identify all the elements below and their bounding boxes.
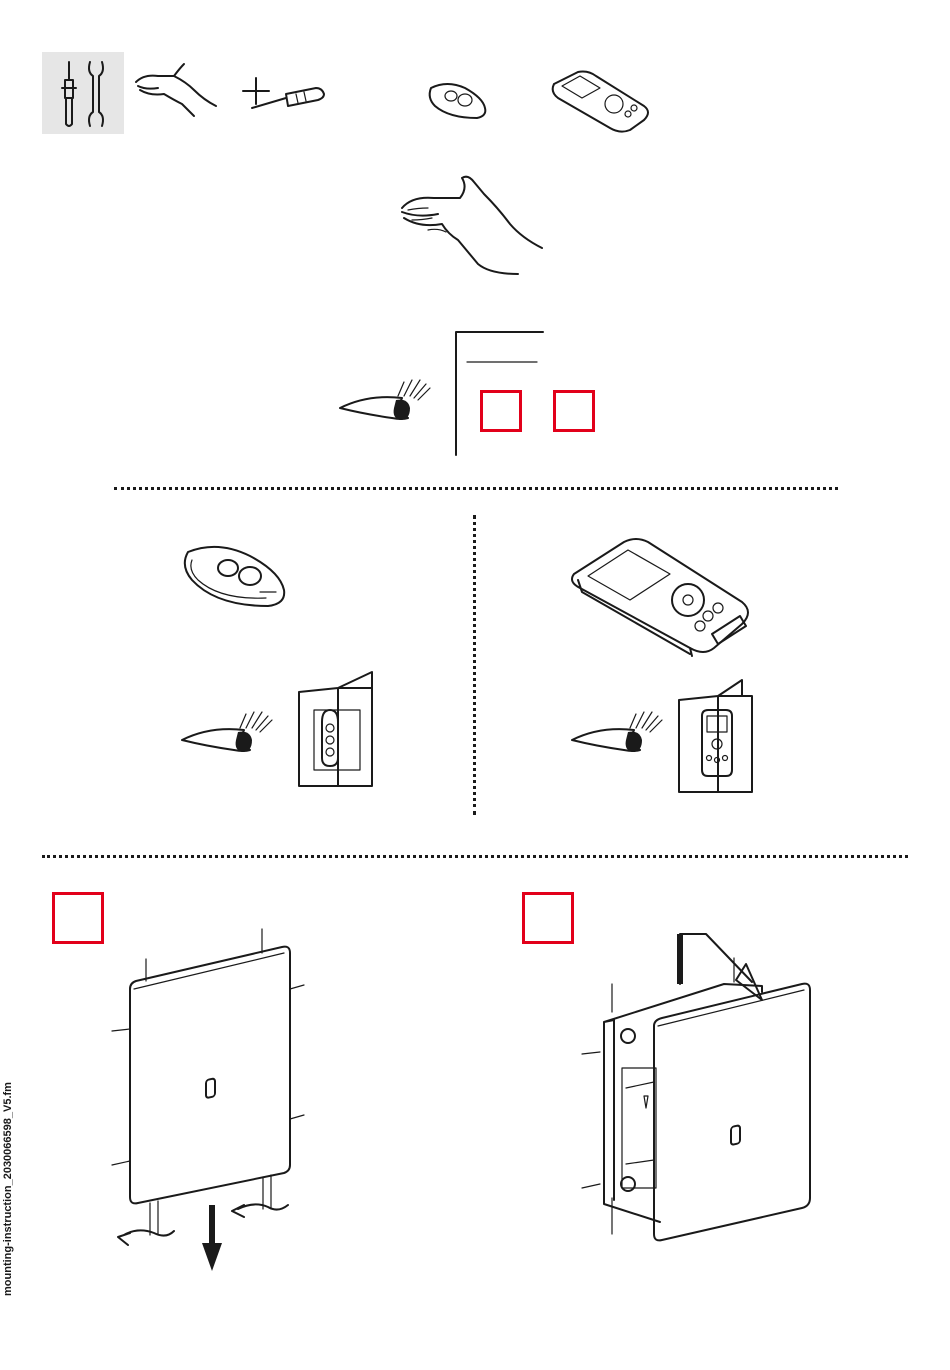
cover-plate-install-illustration [576, 928, 816, 1248]
eye-icon [570, 704, 666, 760]
red-marker-box [52, 892, 104, 944]
programming-device-icon [566, 536, 756, 658]
hand-large-icon [398, 172, 548, 280]
red-marker-box [522, 892, 574, 944]
hand-small-icon [134, 60, 224, 120]
section-divider [114, 487, 838, 490]
red-marker-box [480, 390, 522, 432]
manual-booklet-icon [298, 670, 376, 788]
screwdriver-icon [250, 84, 330, 114]
side-file-label: mounting-instruction_2030066598_V5.fm [2, 1056, 14, 1296]
section-divider [42, 855, 908, 858]
manual-booklet-icon [678, 678, 756, 794]
column-divider [473, 515, 476, 815]
tools-icon [42, 52, 124, 134]
remote-small-icon [425, 78, 491, 122]
eye-icon [180, 704, 276, 760]
red-marker-box [553, 390, 595, 432]
cover-plate-removal-illustration [108, 925, 308, 1275]
eye-icon [338, 372, 434, 428]
programmer-small-icon [548, 68, 658, 134]
remote-control-icon [180, 540, 290, 612]
